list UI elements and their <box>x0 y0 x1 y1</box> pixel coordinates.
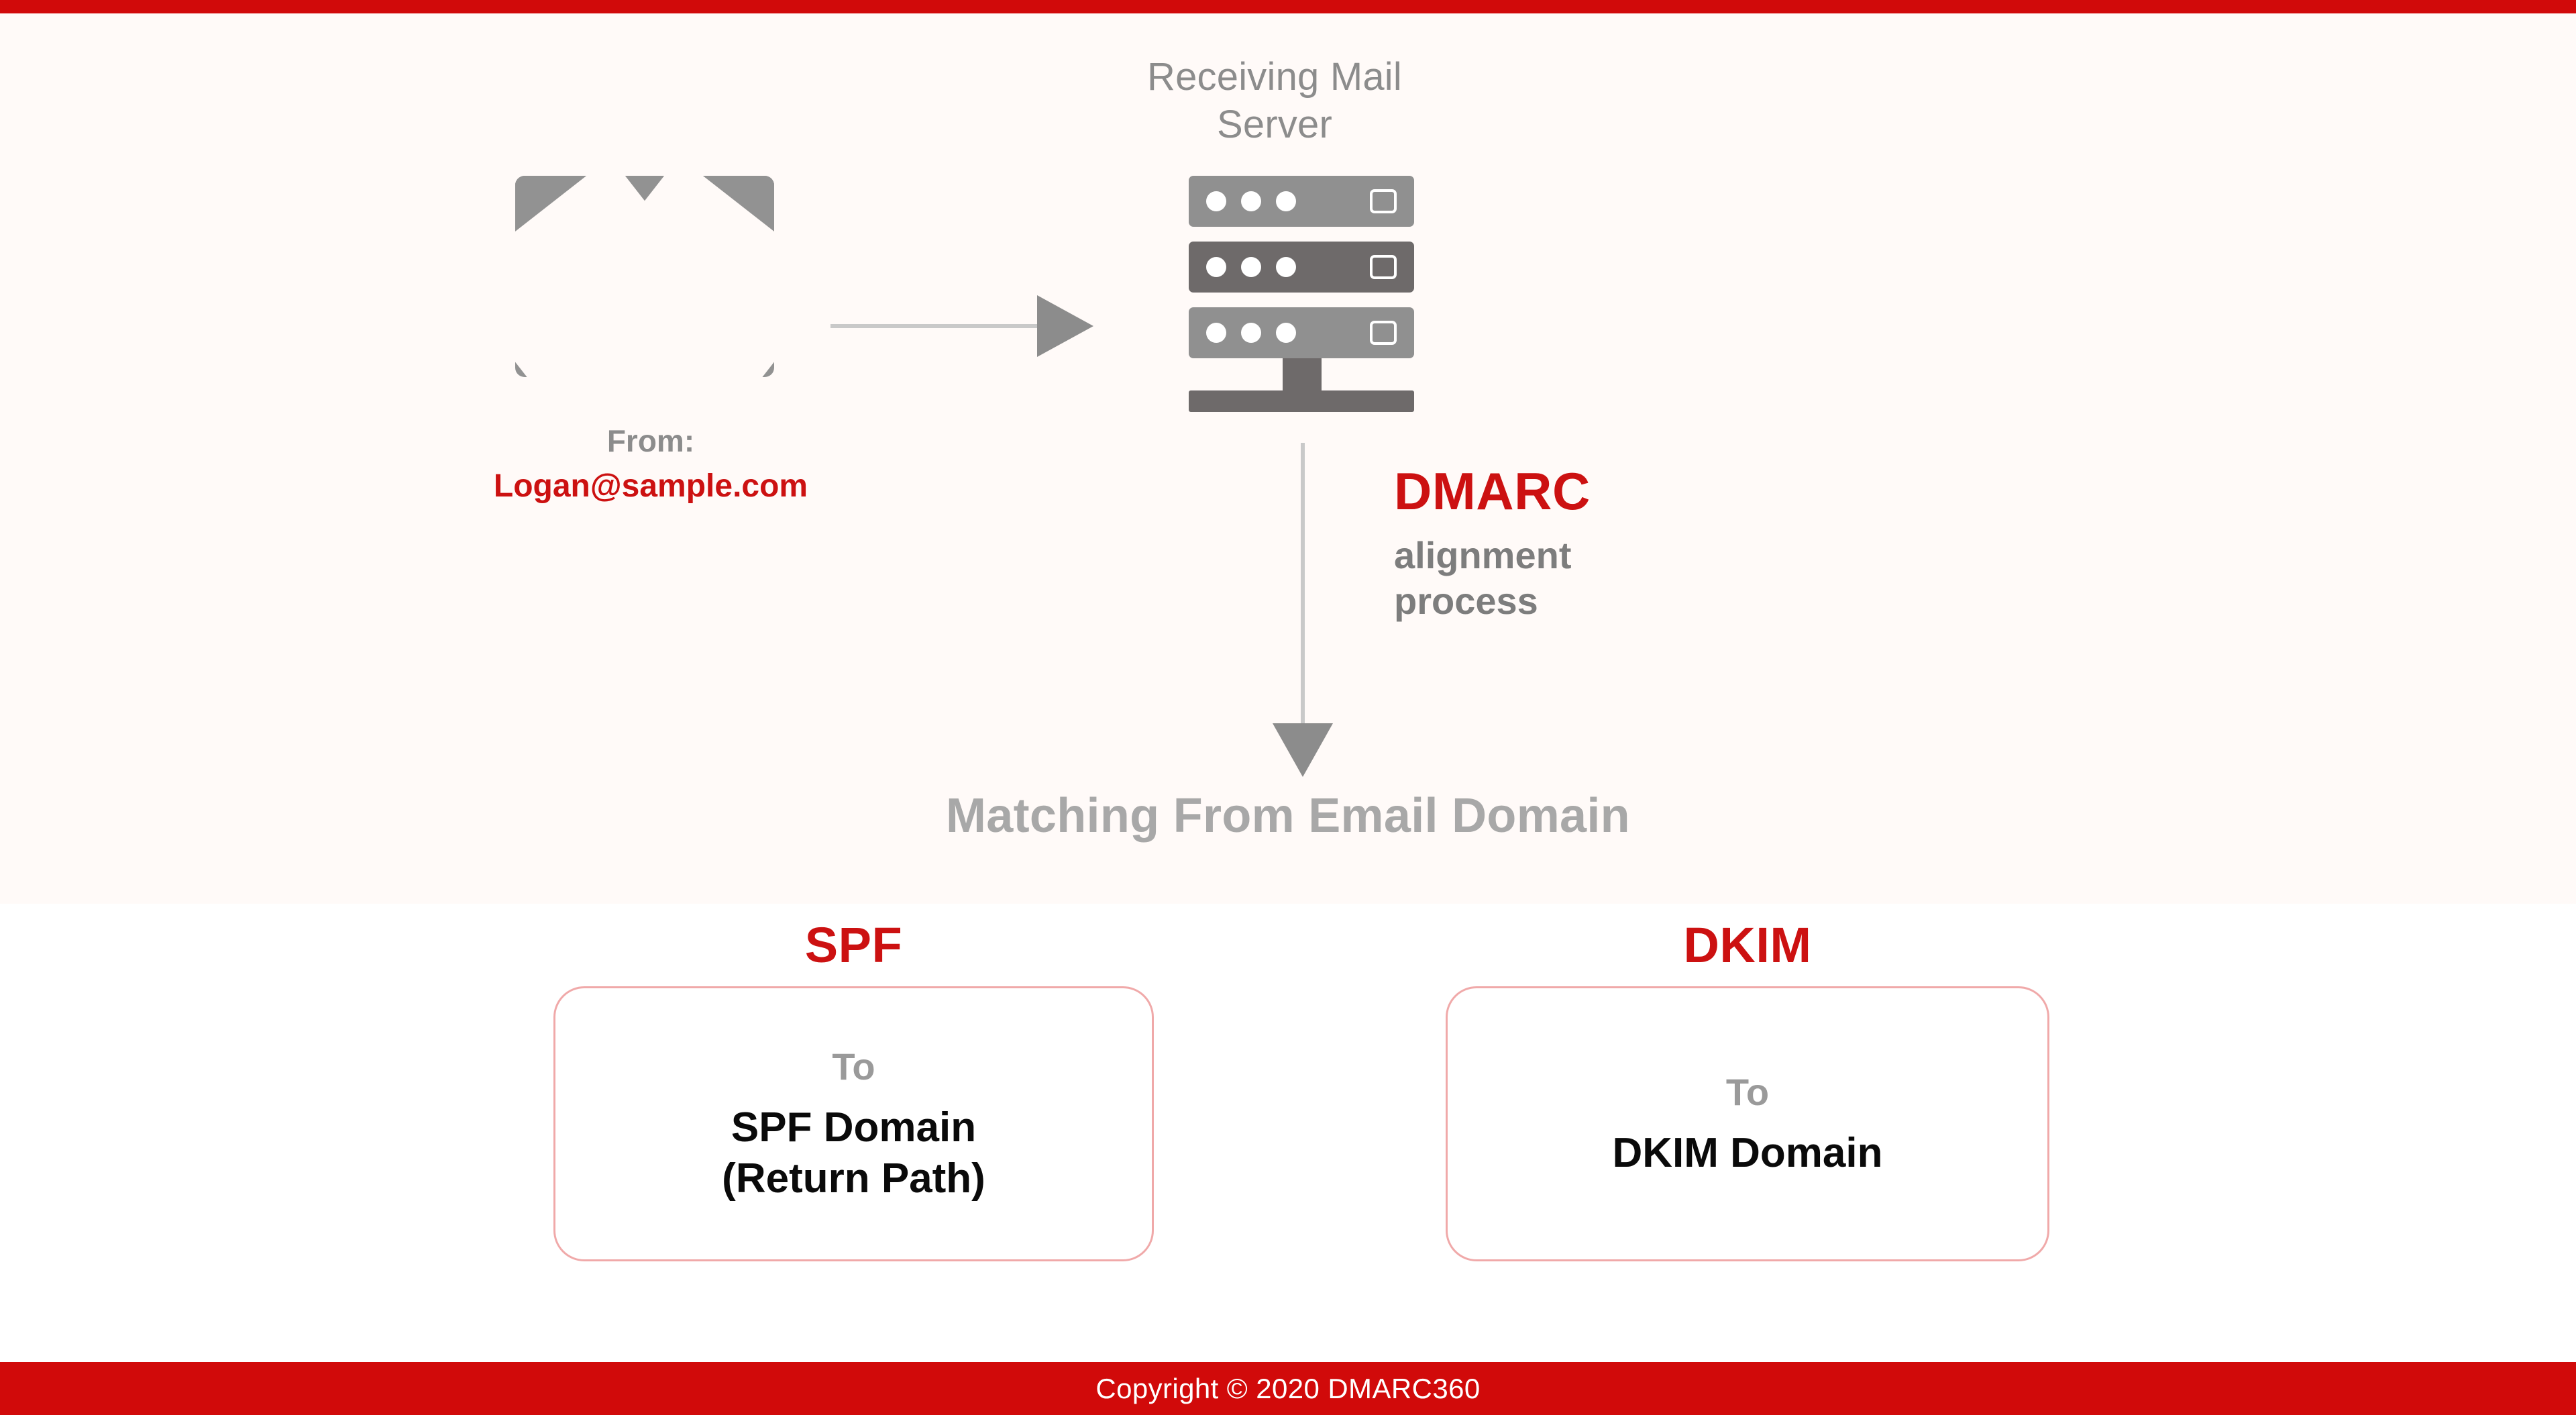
spf-title: SPF <box>804 917 903 973</box>
dkim-title: DKIM <box>1683 917 1812 973</box>
rack-slot-icon <box>1370 189 1397 213</box>
spf-domain-line2: (Return Path) <box>722 1155 985 1202</box>
envelope-icon <box>515 176 774 377</box>
dmarc-title: DMARC <box>1394 462 1591 521</box>
spf-domain-box: To SPF Domain (Return Path) <box>553 986 1154 1261</box>
dmarc-subtitle-line1: alignment <box>1394 533 1572 576</box>
rack-indicator-dot <box>1241 323 1261 343</box>
rack-indicator-dot <box>1276 323 1296 343</box>
dkim-domain-line1: DKIM Domain <box>1612 1129 1883 1176</box>
dmarc-subtitle: alignment process <box>1394 533 1904 625</box>
rack-indicator-dot <box>1276 257 1296 277</box>
result-column-spf: SPF To SPF Domain (Return Path) <box>553 919 1154 1261</box>
arrow-down-head <box>1273 723 1333 777</box>
footer-bar: Copyright © 2020 DMARC360 <box>0 1362 2576 1415</box>
rack-indicator-dot <box>1206 191 1226 211</box>
rack-indicator-dot <box>1206 257 1226 277</box>
matching-domain-headline: Matching From Email Domain <box>946 789 1630 843</box>
server-caption-line1: Receiving Mail <box>1147 55 1402 99</box>
rack-slot-icon <box>1370 255 1397 279</box>
spf-domain-text: SPF Domain (Return Path) <box>722 1102 985 1204</box>
from-block: From: Logan@sample.com <box>402 421 899 507</box>
dkim-domain-text: DKIM Domain <box>1613 1128 1883 1179</box>
rack-indicator-dot <box>1241 257 1261 277</box>
server-rack-unit-1 <box>1189 176 1414 227</box>
server-stand-base <box>1189 390 1414 412</box>
arrow-down-icon <box>1261 443 1344 778</box>
arrow-down-shaft <box>1301 443 1305 727</box>
rack-indicator-dot <box>1276 191 1296 211</box>
rack-indicator-dot <box>1241 191 1261 211</box>
envelope-top-edge <box>515 176 774 185</box>
dmarc-process-label: DMARC alignment process <box>1394 462 1904 625</box>
dkim-domain-box: To DKIM Domain <box>1446 986 2049 1261</box>
rack-indicator-dot <box>1206 323 1226 343</box>
from-email-address: Logan@sample.com <box>493 468 808 504</box>
lower-stage-background <box>0 904 2576 1362</box>
arrow-right-icon <box>830 295 1093 357</box>
arrow-right-shaft <box>830 324 1040 328</box>
server-caption-line2: Server <box>1216 102 1333 146</box>
footer-copyright: Copyright © 2020 DMARC360 <box>1095 1372 1481 1404</box>
from-label: From: <box>606 423 695 458</box>
spf-domain-line1: SPF Domain <box>731 1104 977 1151</box>
spf-to-label: To <box>832 1045 875 1088</box>
server-rack-icon <box>1189 176 1414 412</box>
dmarc-subtitle-line2: process <box>1394 580 1538 623</box>
rack-slot-icon <box>1370 321 1397 345</box>
arrow-right-head <box>1037 295 1093 357</box>
server-rack-unit-3 <box>1189 307 1414 358</box>
dkim-to-label: To <box>1725 1070 1770 1113</box>
result-column-dkim: DKIM To DKIM Domain <box>1446 919 2049 1261</box>
receiving-mail-server-caption: Receiving Mail Server <box>1067 54 1483 149</box>
server-stand-neck <box>1283 358 1322 390</box>
top-accent-bar <box>0 0 2576 13</box>
server-rack-unit-2 <box>1189 242 1414 293</box>
